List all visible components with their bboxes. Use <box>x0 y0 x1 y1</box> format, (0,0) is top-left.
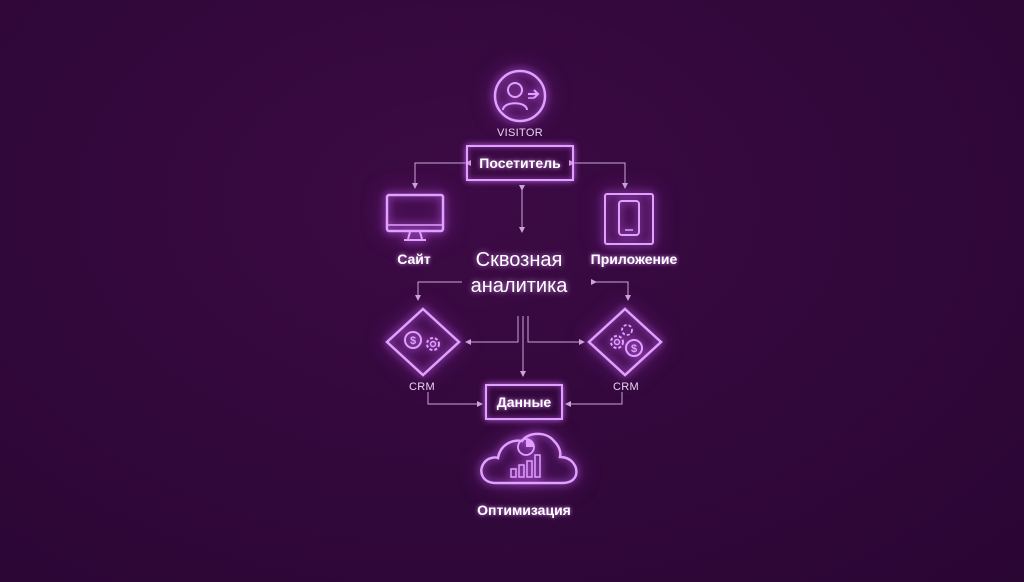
center-title-line1: Сквозная <box>475 249 563 271</box>
arrow-center-crm-right <box>591 279 631 301</box>
arrow-visitor-site <box>412 160 471 189</box>
arrow-crm-left-data <box>427 392 483 407</box>
person-arrow-icon <box>493 69 547 123</box>
arrow-center-crm-left <box>415 281 462 301</box>
crm-gears-icon: $ <box>385 307 461 377</box>
app-label: Приложение <box>590 251 678 267</box>
center-title-line2: аналитика <box>470 275 568 297</box>
optimization-label: Оптимизация <box>477 502 571 518</box>
arrow-visitor-app <box>569 160 628 189</box>
visitor-caption: VISITOR <box>497 127 543 139</box>
arrow-center-crm-left-2 <box>465 316 519 345</box>
arrow-crm-right-data <box>565 392 623 407</box>
crm-left-label: CRM <box>409 381 435 393</box>
cloud-chart-icon <box>480 432 578 485</box>
crm-right-label: CRM <box>613 381 639 393</box>
center-title: Сквозная аналитика <box>471 247 568 299</box>
visitor-box: Посетитель <box>466 145 574 181</box>
svg-text:$: $ <box>410 335 416 347</box>
data-box: Данные <box>485 384 563 420</box>
site-label: Сайт <box>397 251 431 267</box>
monitor-icon <box>385 193 445 241</box>
arrow-center-crm-right-2 <box>527 316 585 345</box>
crm-gears-icon: $ <box>587 307 663 377</box>
smartphone-icon <box>604 193 654 245</box>
svg-text:$: $ <box>631 343 637 355</box>
